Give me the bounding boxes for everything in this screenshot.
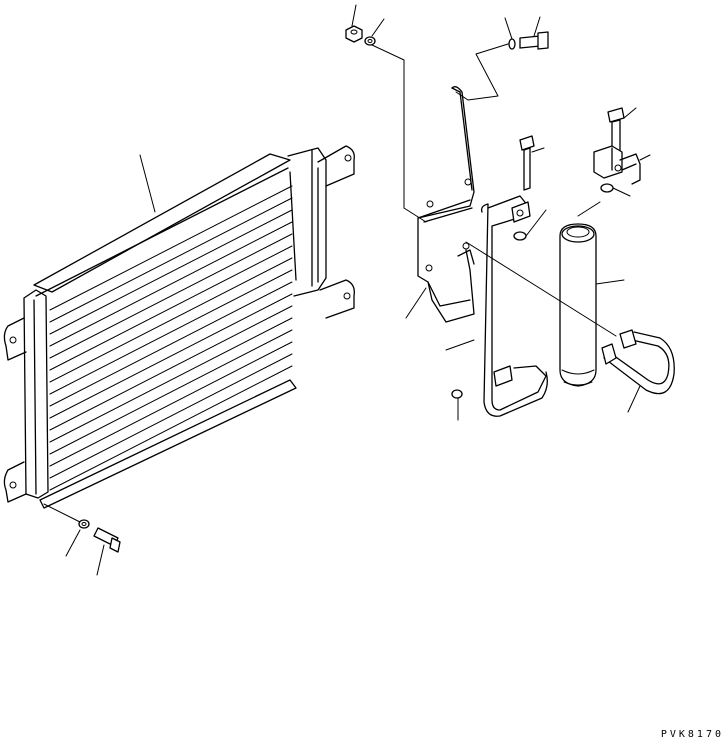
top-washer bbox=[365, 19, 384, 45]
liquid-line-tube bbox=[446, 196, 547, 416]
condenser-mounting-bolt bbox=[94, 528, 120, 575]
hose-assembly bbox=[602, 330, 674, 412]
receiver-drier bbox=[560, 202, 624, 386]
condenser bbox=[4, 146, 354, 508]
top-nut bbox=[346, 5, 362, 42]
block-joint-bolt bbox=[608, 108, 636, 158]
o-ring bbox=[452, 184, 630, 420]
bracket-washer bbox=[505, 18, 515, 49]
bracket-bolt bbox=[520, 17, 548, 49]
mounting-bracket bbox=[406, 87, 474, 322]
drawing-code: PVK8170 bbox=[660, 729, 724, 740]
condenser-washer bbox=[66, 520, 89, 556]
block-joint bbox=[594, 146, 650, 184]
tube-clamp-bolt bbox=[520, 136, 544, 190]
